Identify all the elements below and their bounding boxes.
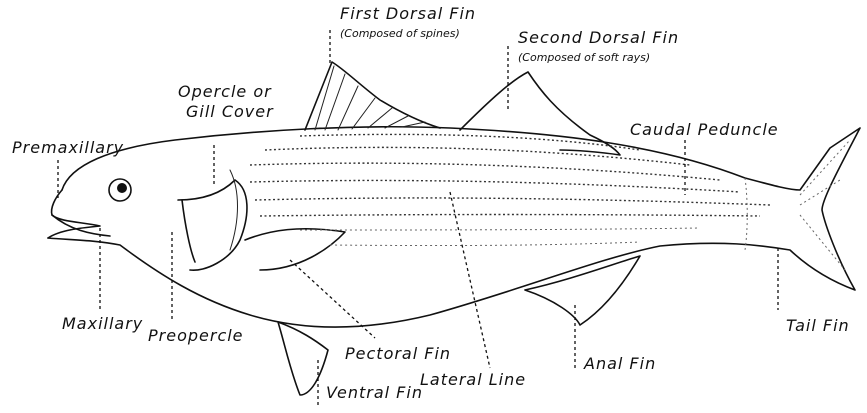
tail-rays — [800, 140, 850, 270]
body-stripes — [250, 134, 770, 250]
label-pectoral-fin: Pectoral Fin — [345, 346, 451, 362]
label-opercle-line2: Gill Cover — [186, 104, 274, 120]
anal-fin-outline — [525, 256, 640, 325]
label-tail-fin: Tail Fin — [786, 318, 850, 334]
first-dorsal-spines — [315, 66, 425, 130]
label-second-dorsal-fin: Second Dorsal Fin — [518, 30, 679, 46]
second-dorsal-fin-outline — [460, 72, 620, 155]
preopercle-outline — [182, 200, 195, 262]
note-second-dorsal-fin: (Composed of soft rays) — [518, 52, 650, 63]
label-maxillary: Maxillary — [62, 316, 143, 332]
label-opercle-line1: Opercle or — [178, 84, 272, 100]
label-preopercle: Preopercle — [148, 328, 244, 344]
label-premaxillary: Premaxillary — [12, 140, 124, 156]
label-ventral-fin: Ventral Fin — [326, 385, 423, 401]
note-first-dorsal-fin: (Composed of spines) — [340, 28, 460, 39]
eye-pupil — [117, 183, 127, 193]
fish-body-outline — [48, 127, 860, 327]
label-caudal-peduncle: Caudal Peduncle — [630, 122, 779, 138]
label-first-dorsal-fin: First Dorsal Fin — [340, 6, 476, 22]
mouth-outline — [48, 190, 100, 238]
label-anal-fin: Anal Fin — [584, 356, 656, 372]
label-lateral-line: Lateral Line — [420, 372, 526, 388]
ventral-fin-outline — [278, 322, 328, 395]
